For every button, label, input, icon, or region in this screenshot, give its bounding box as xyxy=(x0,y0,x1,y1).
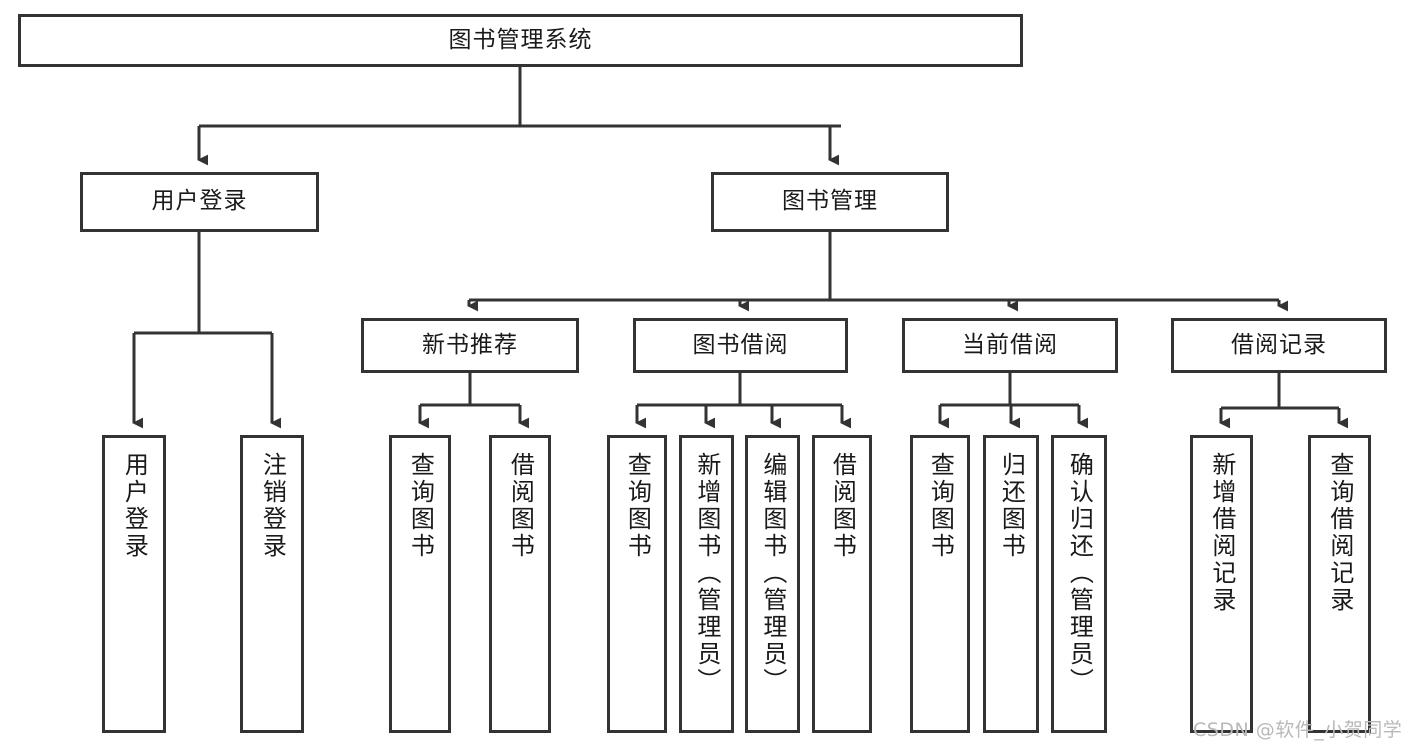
node-root[interactable]: 图书管理系统 xyxy=(18,14,1023,67)
node-leaf-query-book-1[interactable]: 查询图书 xyxy=(389,435,451,733)
node-user-login-label: 用户登录 xyxy=(151,188,248,215)
node-leaf-confirm-return[interactable]: 确认归还（管理员） xyxy=(1051,435,1107,733)
node-leaf-return-book[interactable]: 归还图书 xyxy=(983,435,1039,733)
node-leaf-edit-book[interactable]: 编辑图书（管理员） xyxy=(745,435,800,733)
node-new-book-rec-label: 新书推荐 xyxy=(422,331,518,358)
node-current-borrow-label: 当前借阅 xyxy=(962,331,1058,358)
node-leaf-confirm-return-label: 确认归还（管理员） xyxy=(1065,452,1094,695)
node-leaf-query-record[interactable]: 查询借阅记录 xyxy=(1308,435,1371,733)
node-user-login[interactable]: 用户登录 xyxy=(80,172,319,232)
node-book-borrow[interactable]: 图书借阅 xyxy=(633,318,848,373)
node-leaf-borrow-book-2-label: 借阅图书 xyxy=(828,452,857,560)
node-book-borrow-label: 图书借阅 xyxy=(692,331,789,358)
node-leaf-query-book-3-label: 查询图书 xyxy=(926,452,955,560)
node-current-borrow[interactable]: 当前借阅 xyxy=(902,318,1118,373)
node-root-label: 图书管理系统 xyxy=(448,26,593,53)
node-borrow-record[interactable]: 借阅记录 xyxy=(1171,318,1387,373)
node-leaf-add-record-label: 新增借阅记录 xyxy=(1207,452,1236,614)
node-leaf-return-book-label: 归还图书 xyxy=(997,452,1026,560)
node-leaf-add-book[interactable]: 新增图书（管理员） xyxy=(679,435,734,733)
node-leaf-query-record-label: 查询借阅记录 xyxy=(1325,452,1354,614)
node-leaf-user-login-label: 用户登录 xyxy=(120,452,149,560)
node-leaf-edit-book-label: 编辑图书（管理员） xyxy=(758,452,787,695)
node-leaf-borrow-book-1[interactable]: 借阅图书 xyxy=(489,435,551,733)
node-leaf-user-logout-label: 注销登录 xyxy=(258,452,287,560)
node-leaf-query-book-2[interactable]: 查询图书 xyxy=(607,435,667,733)
node-leaf-borrow-book-1-label: 借阅图书 xyxy=(506,452,535,560)
node-leaf-add-record[interactable]: 新增借阅记录 xyxy=(1190,435,1253,733)
node-leaf-query-book-3[interactable]: 查询图书 xyxy=(910,435,970,733)
node-leaf-query-book-2-label: 查询图书 xyxy=(623,452,652,560)
node-leaf-query-book-1-label: 查询图书 xyxy=(406,452,435,560)
node-leaf-user-login[interactable]: 用户登录 xyxy=(102,435,166,733)
node-leaf-borrow-book-2[interactable]: 借阅图书 xyxy=(812,435,872,733)
node-book-manage-label: 图书管理 xyxy=(782,188,878,215)
node-leaf-user-logout[interactable]: 注销登录 xyxy=(240,435,304,733)
node-borrow-record-label: 借阅记录 xyxy=(1231,331,1327,358)
node-new-book-rec[interactable]: 新书推荐 xyxy=(361,318,579,373)
node-book-manage[interactable]: 图书管理 xyxy=(711,172,949,232)
csdn-watermark: CSDN @软件_小贺同学 xyxy=(1193,719,1403,741)
node-leaf-add-book-label: 新增图书（管理员） xyxy=(692,452,721,695)
